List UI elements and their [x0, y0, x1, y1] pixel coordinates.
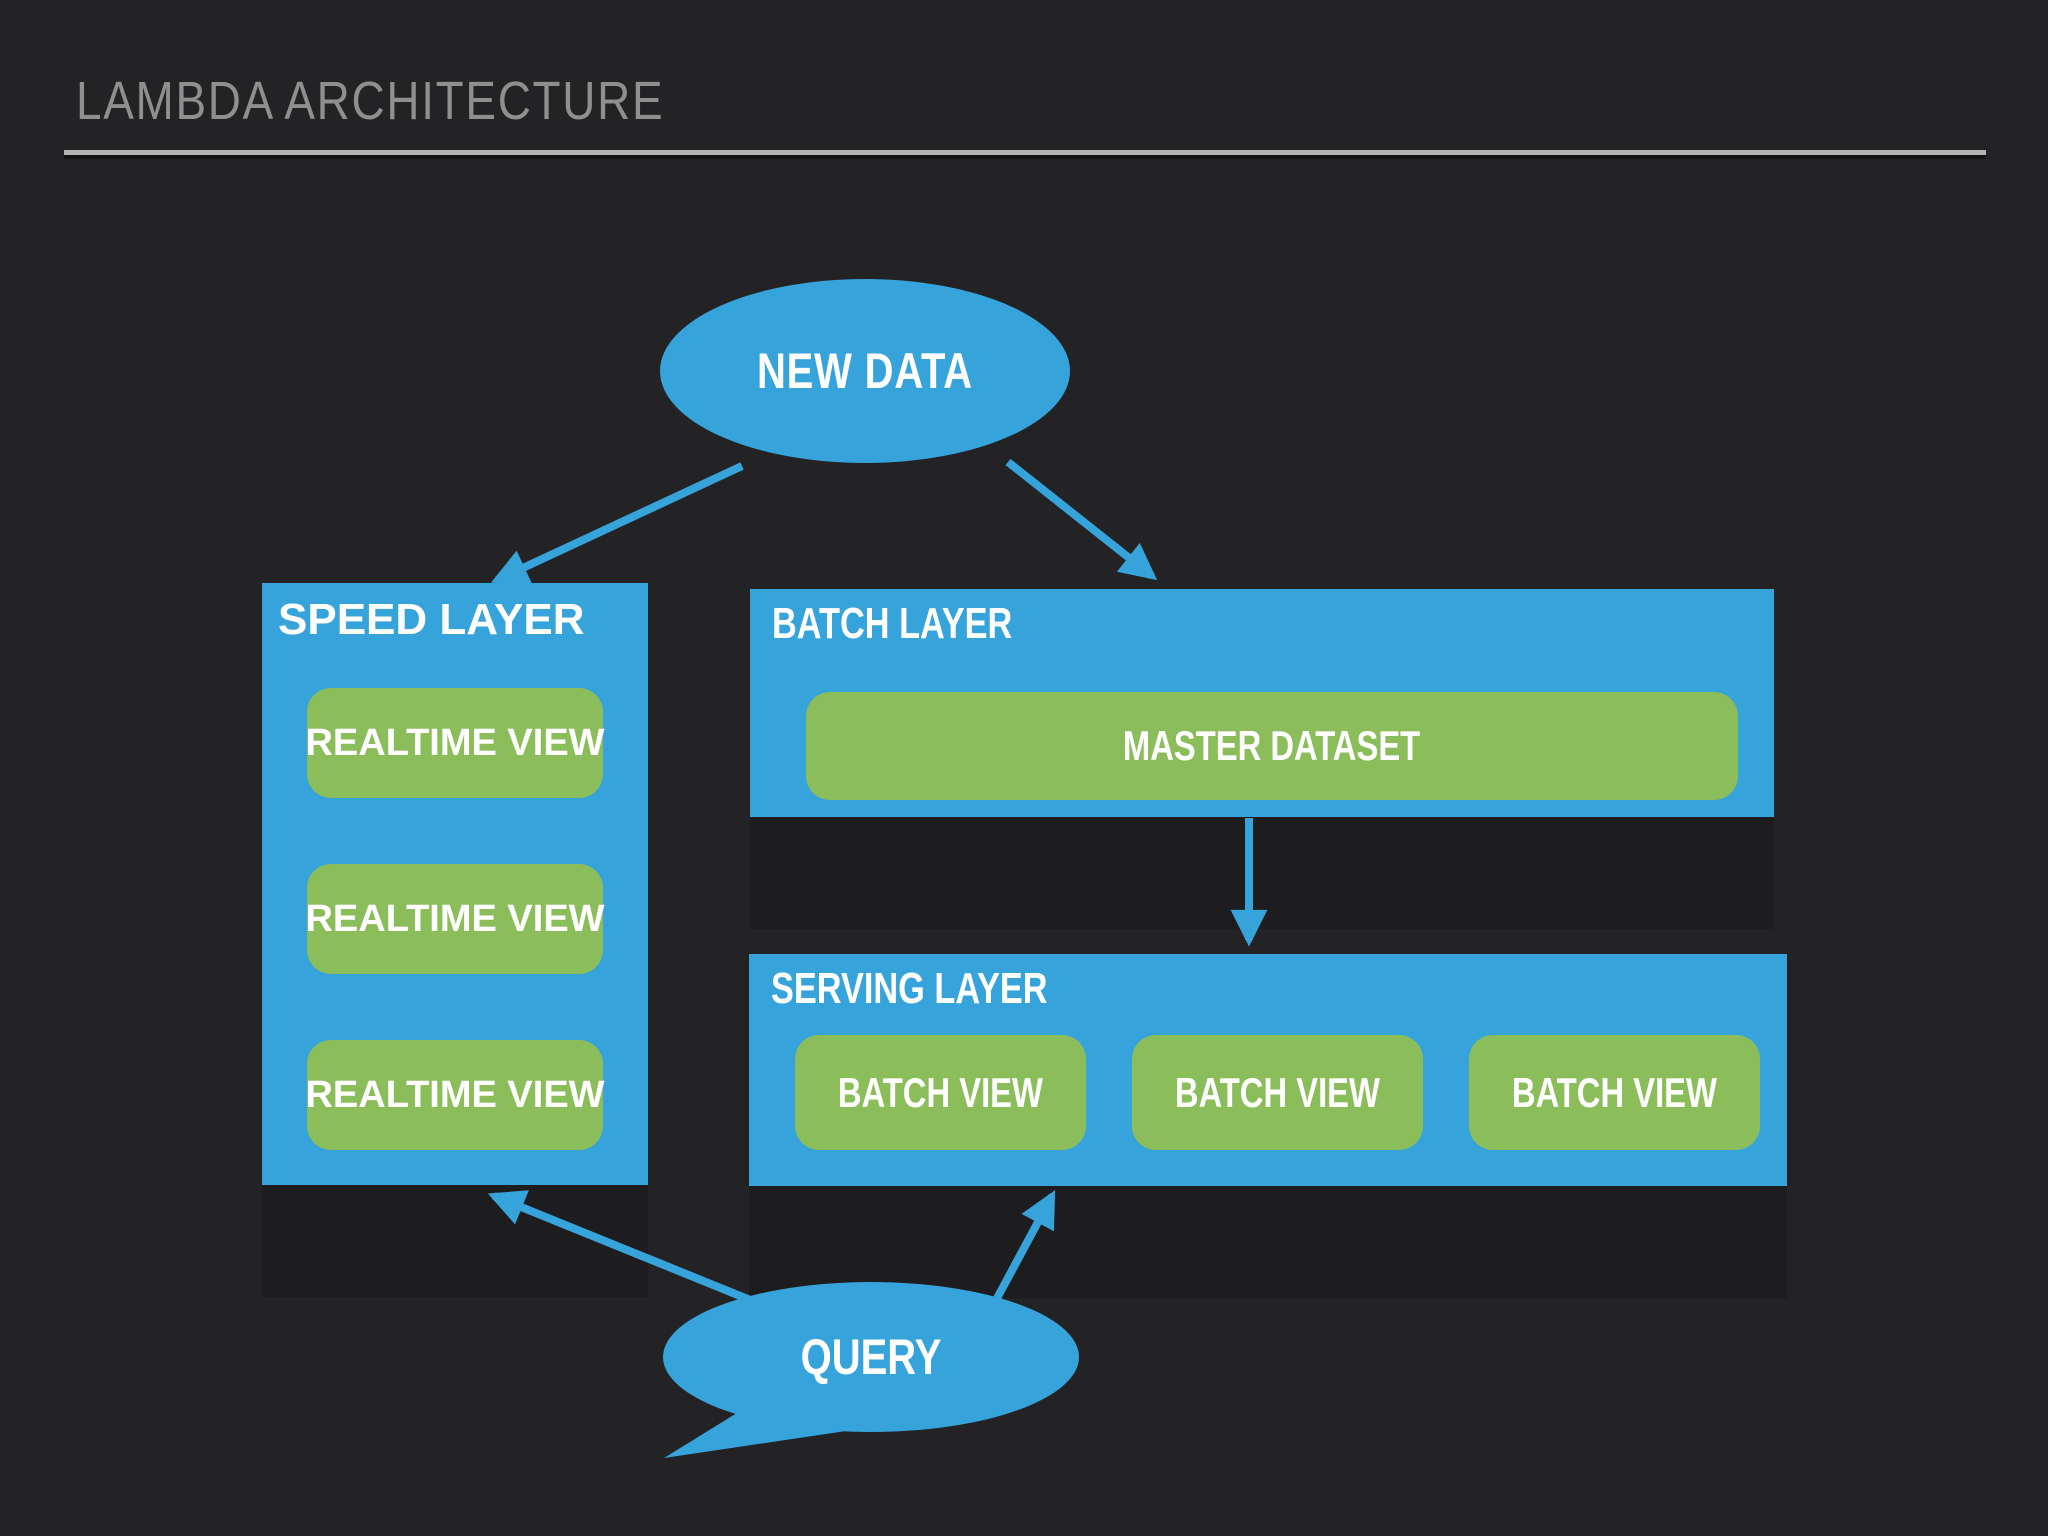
batch-view-label: BATCH VIEW: [837, 1068, 1044, 1116]
master-dataset-box: MASTER DATASET: [806, 692, 1738, 800]
batch-view-box: BATCH VIEW: [795, 1035, 1086, 1150]
batch-layer-box: BATCH LAYER MASTER DATASET: [750, 589, 1774, 929]
batch-view-label: BATCH VIEW: [1511, 1068, 1718, 1116]
batch-layer-title: BATCH LAYER: [772, 599, 1013, 648]
realtime-view-box: REALTIME VIEW: [305, 688, 605, 798]
realtime-view-label: REALTIME VIEW: [305, 1073, 605, 1116]
master-dataset-label: MASTER DATASET: [1123, 722, 1421, 769]
realtime-view-label: REALTIME VIEW: [305, 897, 605, 940]
new-data-node: NEW DATA: [660, 279, 1070, 463]
page-title: LAMBDA ARCHITECTURE: [76, 70, 768, 132]
query-label: QUERY: [801, 1329, 942, 1385]
batch-view-box: BATCH VIEW: [1469, 1035, 1760, 1150]
serving-layer-title: SERVING LAYER: [771, 964, 1048, 1013]
batch-view-label: BATCH VIEW: [1174, 1068, 1381, 1116]
realtime-view-box: REALTIME VIEW: [305, 1040, 605, 1150]
arrow-newdata-to-batch: [1005, 458, 1158, 581]
speed-layer-title: SPEED LAYER: [278, 595, 585, 644]
query-node: QUERY: [663, 1282, 1079, 1458]
new-data-label: NEW DATA: [757, 343, 973, 399]
serving-layer-box: SERVING LAYER BATCH VIEW BATCH VIEW BATC…: [749, 954, 1787, 1298]
speed-layer-box: SPEED LAYER REALTIME VIEW REALTIME VIEW …: [262, 583, 648, 1297]
query-bubble-tail: [664, 1400, 866, 1458]
realtime-view-label: REALTIME VIEW: [305, 721, 605, 764]
title-underline: [64, 150, 1986, 155]
batch-view-box: BATCH VIEW: [1132, 1035, 1423, 1150]
page-title-text: LAMBDA ARCHITECTURE: [76, 71, 665, 131]
query-bubble: [663, 1282, 1079, 1432]
realtime-view-box: REALTIME VIEW: [305, 864, 605, 974]
arrow-newdata-to-speed: [490, 462, 744, 584]
